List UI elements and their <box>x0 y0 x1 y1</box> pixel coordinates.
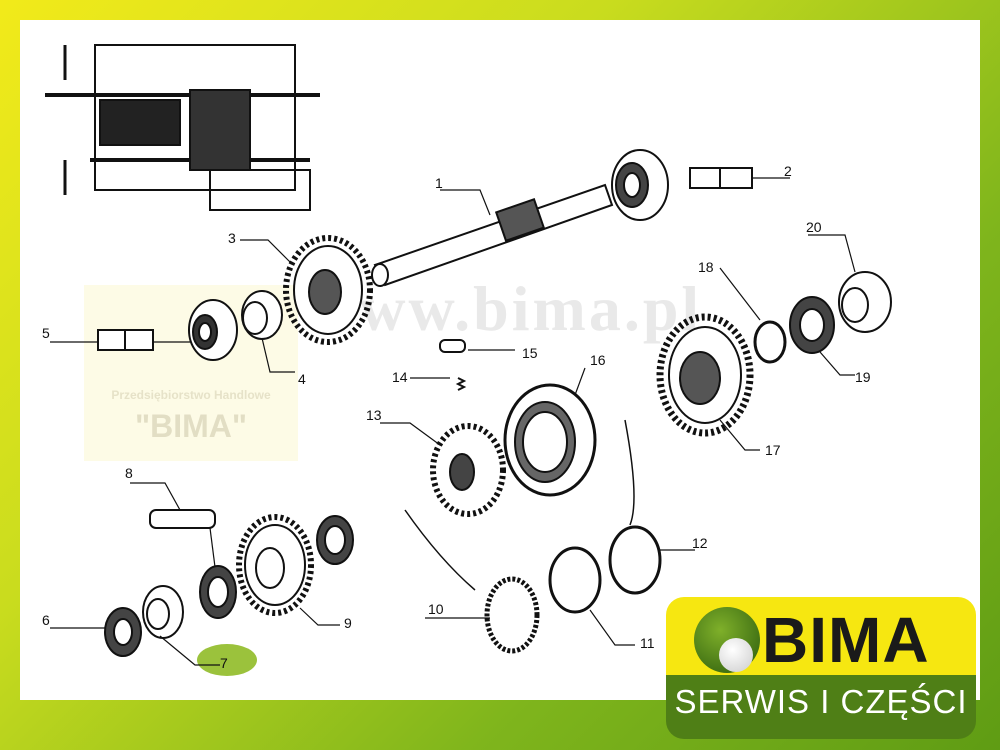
label-18: 18 <box>698 259 714 275</box>
assembly-arc <box>404 509 476 591</box>
label-16: 16 <box>590 352 606 368</box>
leader-lines <box>50 177 856 666</box>
highlight-7 <box>197 644 257 676</box>
part-12-ring <box>608 525 662 595</box>
part-needle-bearing <box>316 515 354 565</box>
label-10: 10 <box>428 601 444 617</box>
label-13: 13 <box>366 407 382 423</box>
part-9-gear <box>236 514 314 616</box>
part-19-bearing <box>789 296 835 354</box>
label-9: 9 <box>344 615 352 631</box>
part-6-bearing <box>104 607 142 657</box>
label-17: 17 <box>765 442 781 458</box>
part-3-gear <box>283 235 373 345</box>
logo-bottom-band <box>666 675 976 739</box>
label-11: 11 <box>640 635 655 651</box>
part-8-pin <box>149 509 216 529</box>
label-3: 3 <box>228 230 236 246</box>
label-20: 20 <box>806 219 822 235</box>
label-14: 14 <box>392 369 408 385</box>
part-4-bushing <box>241 290 283 340</box>
part-5-bearing <box>97 299 238 361</box>
part-16-sleeve <box>503 383 597 497</box>
label-8: 8 <box>125 465 133 481</box>
label-7: 7 <box>220 655 228 671</box>
logo-tagline: SERWIS I CZĘŚCI <box>674 683 968 720</box>
gearbox-section-view <box>45 44 320 211</box>
part-1-shaft <box>371 183 614 287</box>
label-1: 1 <box>435 175 443 191</box>
label-2: 2 <box>784 163 792 179</box>
watermark-name: "BIMA" <box>134 408 248 444</box>
part-10-ring <box>484 576 540 654</box>
part-bearing-top <box>611 149 669 221</box>
logo-name: BIMA <box>762 604 930 676</box>
bima-logo: BIMA SERWIS I CZĘŚCI <box>666 597 976 739</box>
label-4: 4 <box>298 371 306 387</box>
label-12: 12 <box>692 535 708 551</box>
watermark-company: Przedsiębiorstwo Handlowe <box>111 388 271 402</box>
part-20-bushing <box>838 271 892 333</box>
part-bearing-lower <box>199 565 237 619</box>
label-15: 15 <box>522 345 538 361</box>
label-6: 6 <box>42 612 50 628</box>
part-14-spring <box>455 377 467 391</box>
part-7-bushing <box>142 585 184 639</box>
part-2-clip <box>689 167 753 189</box>
part-18-ring <box>753 320 787 364</box>
watermark-url: www.bima.pl <box>310 273 703 344</box>
assembly-arc-2 <box>624 419 635 526</box>
part-13-hub <box>430 423 506 517</box>
label-19: 19 <box>855 369 871 385</box>
label-5: 5 <box>42 325 50 341</box>
logo-ball-highlight-icon <box>719 638 753 672</box>
part-15-key <box>439 339 466 353</box>
part-17-gear <box>656 313 754 437</box>
part-11-ring <box>548 546 602 614</box>
